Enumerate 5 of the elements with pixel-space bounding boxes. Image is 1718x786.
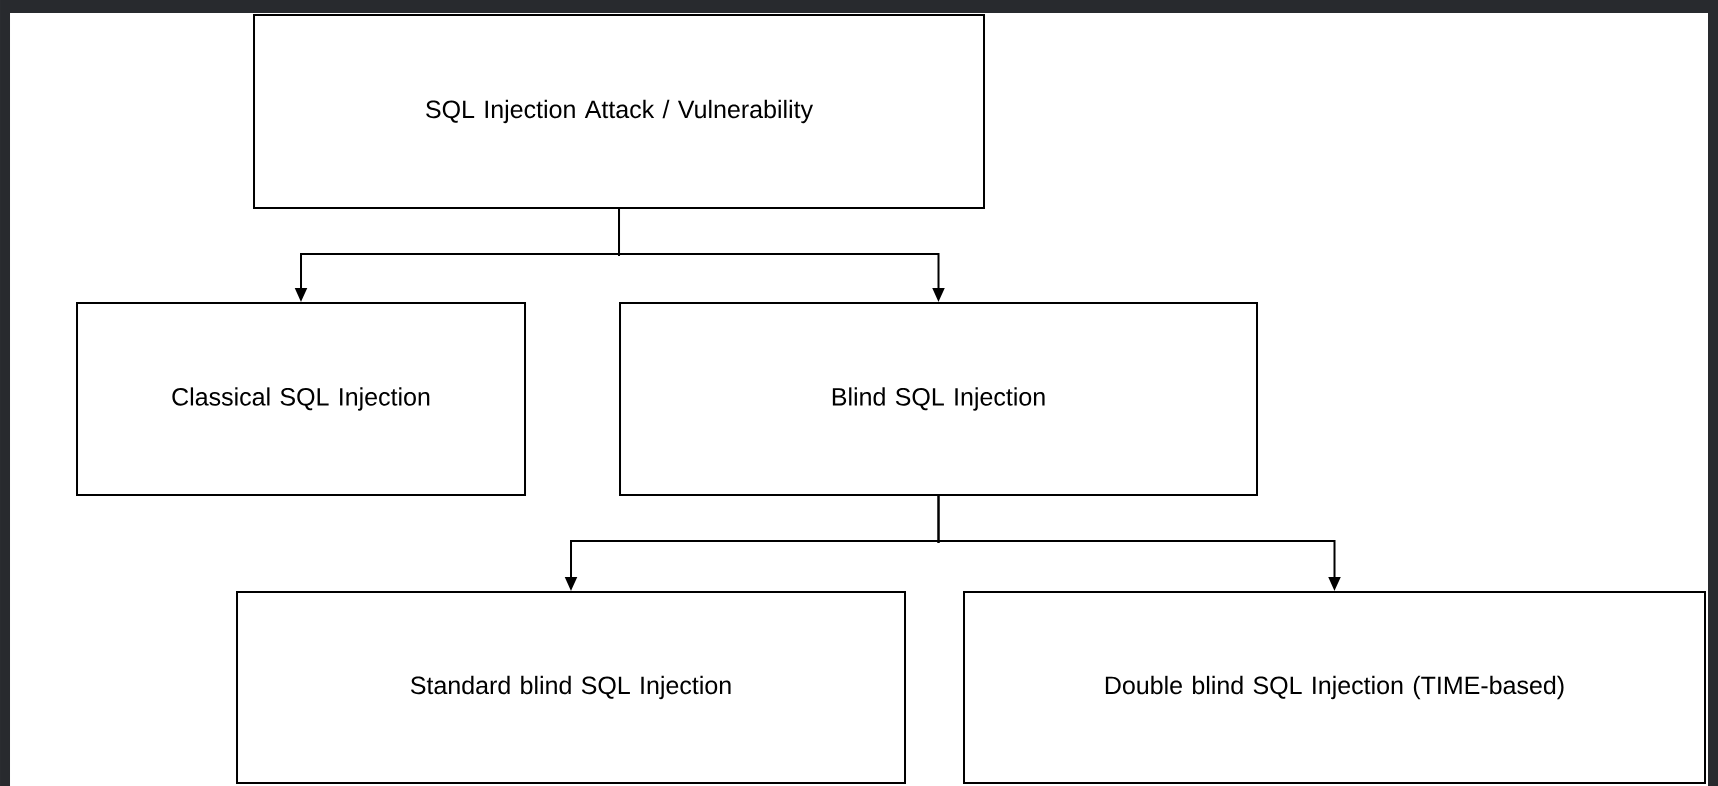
- process-box: SQL Injection Attack / Vulnerability: [253, 14, 985, 209]
- process-box: Classical SQL Injection: [76, 302, 526, 496]
- process-box: Blind SQL Injection: [619, 302, 1258, 496]
- process-box: Double blind SQL Injection (TIME-based): [963, 591, 1706, 784]
- process-box: Standard blind SQL Injection: [236, 591, 906, 784]
